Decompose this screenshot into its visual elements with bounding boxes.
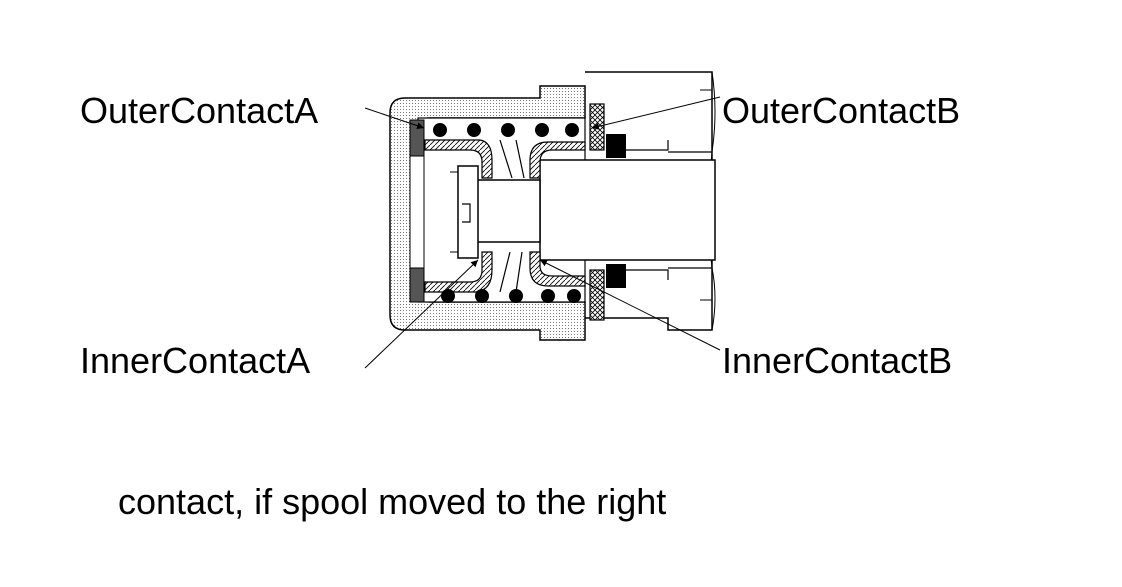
label-outer-contact-b: OuterContactB: [722, 90, 961, 131]
label-outer-contact-a: OuterContactA: [80, 90, 319, 131]
label-inner-contact-a: InnerContactA: [80, 340, 311, 381]
label-inner-contact-b: InnerContactB: [722, 340, 953, 381]
coil-windings: [433, 123, 581, 303]
seals: [589, 103, 626, 321]
end-plate: [409, 119, 425, 303]
contact-springs: [424, 139, 586, 293]
leader-lines: [364, 96, 721, 369]
diagram-caption: contact, if spool moved to the right: [118, 481, 667, 522]
spool: [450, 159, 716, 261]
